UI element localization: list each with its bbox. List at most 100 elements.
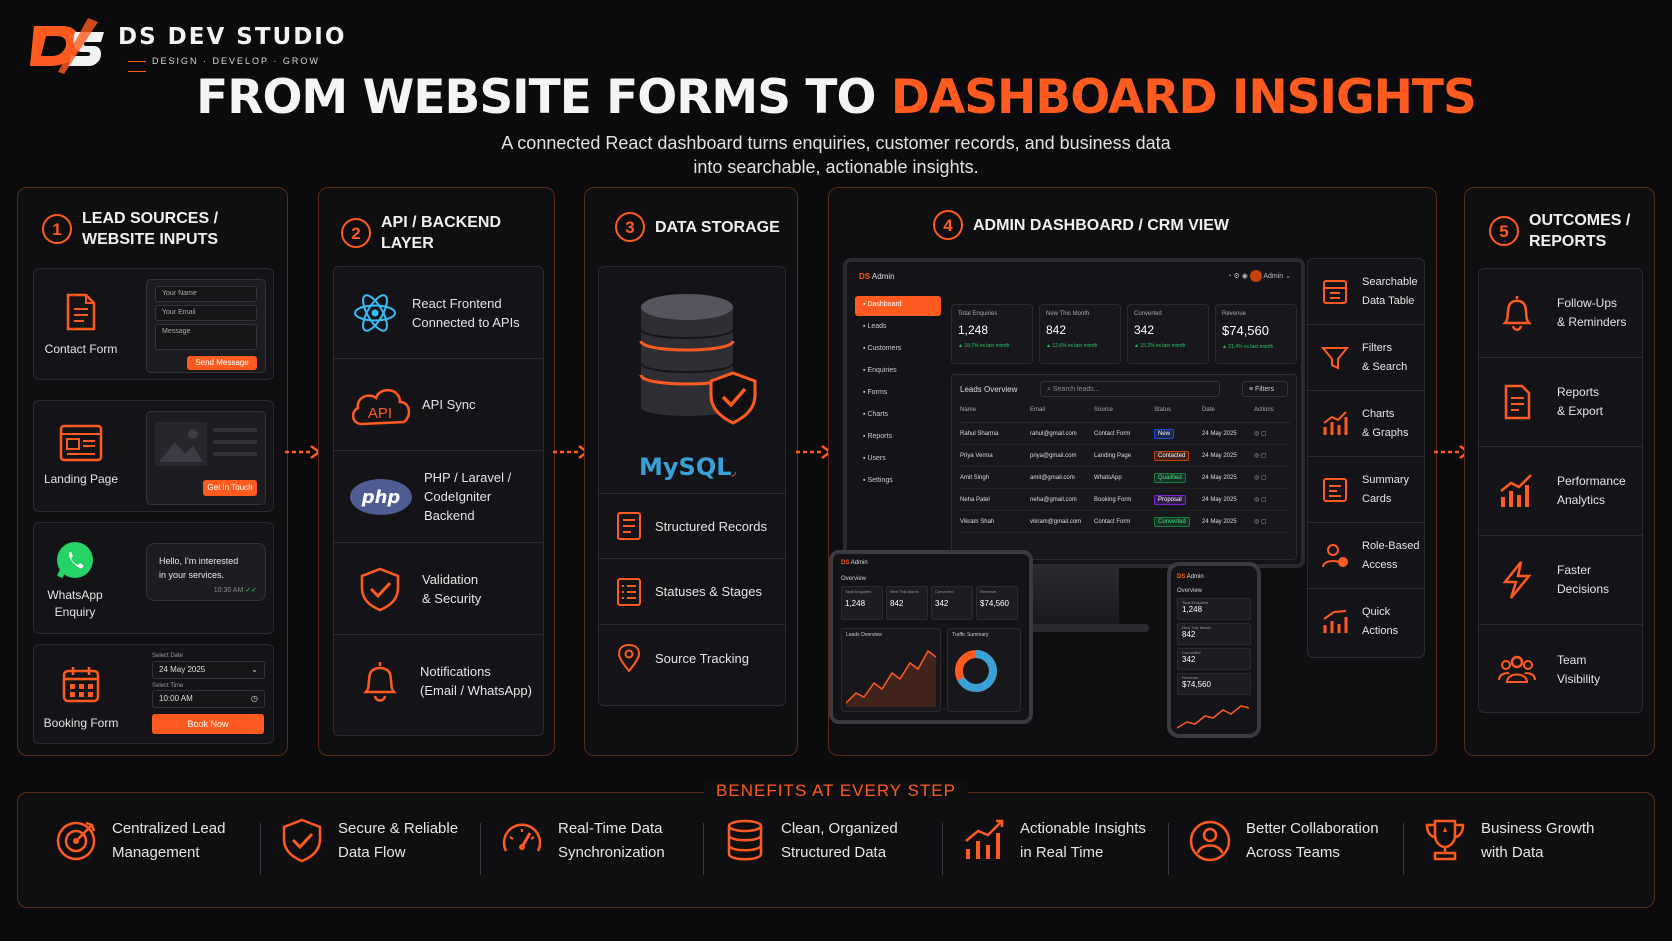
storage-item-records[interactable]: Structured Records xyxy=(599,493,785,559)
row-actions[interactable]: ◎ ▢ xyxy=(1254,474,1290,481)
get-in-touch-button[interactable]: Get In Touch xyxy=(203,480,257,496)
edit-icon[interactable]: ▢ xyxy=(1260,497,1267,503)
book-now-button[interactable]: Book Now xyxy=(152,714,264,734)
email-field[interactable]: Your Email xyxy=(155,305,257,321)
feature-item[interactable]: Charts& Graphs xyxy=(1308,391,1424,457)
sidebar-item-leads[interactable]: ▪ Leads xyxy=(855,318,941,338)
admin-menu[interactable]: Admin xyxy=(1263,272,1284,280)
sidebar-label: Leads xyxy=(867,323,887,330)
tablet-ds-logo: DS xyxy=(841,560,850,566)
tablet-chart2-title: Traffic Summary xyxy=(952,632,989,638)
outcome-item[interactable]: Reports& Export xyxy=(1479,358,1642,447)
name-field[interactable]: Your Name xyxy=(155,286,257,302)
database-icon xyxy=(727,819,763,861)
edit-icon[interactable]: ▢ xyxy=(1260,475,1267,481)
status-badge: New xyxy=(1154,428,1175,439)
feature-item[interactable]: Filters& Search xyxy=(1308,325,1424,391)
table-cell: rahul@gmail.com xyxy=(1030,430,1077,437)
tablet-stat-label: Converted xyxy=(935,589,954,594)
sidebar-item-dashboard[interactable]: ▪ Dashboard xyxy=(855,296,941,316)
edit-icon[interactable]: ▢ xyxy=(1260,431,1267,437)
shield-check-icon xyxy=(360,567,400,611)
time-select[interactable]: 10:00 AM◷ xyxy=(152,690,265,708)
outcome-item[interactable]: Follow-Ups& Reminders xyxy=(1479,269,1642,358)
search-input[interactable]: ⌕ Search leads... xyxy=(1040,381,1220,397)
view-icon[interactable]: ◎ xyxy=(1254,519,1260,525)
sidebar-item-reports[interactable]: ▪ Reports xyxy=(855,428,941,448)
benefit-l1: Clean, Organized xyxy=(781,820,898,837)
sidebar-item-users[interactable]: ▪ Users xyxy=(855,450,941,470)
landing-page-card[interactable]: Landing Page Get In Touch xyxy=(33,400,274,512)
view-icon[interactable]: ◎ xyxy=(1254,431,1260,437)
sidebar-item-settings[interactable]: ▪ Settings xyxy=(855,472,941,492)
sidebar-item-enquiries[interactable]: ▪ Enquiries xyxy=(855,362,941,382)
message-field[interactable]: Message xyxy=(155,324,257,350)
react-l1: React Frontend xyxy=(412,295,502,311)
stat-label: Revenue xyxy=(1222,311,1247,317)
sidebar-item-customers[interactable]: ▪ Customers xyxy=(855,340,941,360)
user-lock-icon xyxy=(1322,543,1348,567)
api-item-notifications[interactable]: Notifications(Email / WhatsApp) xyxy=(334,635,543,727)
sidebar-label: Dashboard xyxy=(867,301,902,308)
step-number: 5 xyxy=(1489,216,1519,246)
step-number: 2 xyxy=(341,218,371,248)
summary-cards-icon xyxy=(1323,477,1347,502)
date-select[interactable]: 24 May 2025⌄ xyxy=(152,661,265,679)
outcome-l1: Team xyxy=(1557,652,1587,667)
view-icon[interactable]: ◎ xyxy=(1254,453,1260,459)
row-actions[interactable]: ◎ ▢ xyxy=(1254,496,1290,503)
api-item-sync[interactable]: API API Sync xyxy=(334,359,543,451)
tablet-stat-value: 342 xyxy=(935,599,949,608)
edit-icon[interactable]: ▢ xyxy=(1260,519,1267,525)
notif-l1: Notifications xyxy=(420,664,491,679)
row-actions[interactable]: ◎ ▢ xyxy=(1254,518,1290,525)
storage-title: DATA STORAGE xyxy=(655,218,780,236)
row-actions[interactable]: ◎ ▢ xyxy=(1254,452,1290,459)
phone-admin-text: Admin xyxy=(1186,574,1204,580)
stat-card: Converted 342 ▲ 15.3% vs last month xyxy=(1127,304,1209,364)
send-message-button[interactable]: Send Message xyxy=(187,356,257,370)
storage-item-source[interactable]: Source Tracking xyxy=(599,625,785,691)
subtitle-line2: into searchable, actionable insights. xyxy=(693,157,979,177)
sidebar-item-charts[interactable]: ▪ Charts xyxy=(855,406,941,426)
row-actions[interactable]: ◎ ▢ xyxy=(1254,430,1290,437)
view-icon[interactable]: ◎ xyxy=(1254,497,1260,503)
sidebar-item-forms[interactable]: ▪ Forms xyxy=(855,384,941,404)
view-icon[interactable]: ◎ xyxy=(1254,475,1260,481)
contact-form-card[interactable]: Contact Form Your Name Your Email Messag… xyxy=(33,268,274,380)
benefit-divider xyxy=(942,823,943,875)
api-item-validation[interactable]: Validation& Security xyxy=(334,543,543,635)
benefit-l2: with Data xyxy=(1481,844,1544,861)
phone-line-chart xyxy=(1177,705,1250,729)
select-time-label: Select Time xyxy=(152,683,184,689)
database-shield-icon xyxy=(639,294,757,425)
records-icon xyxy=(617,512,641,540)
booking-form-card[interactable]: Booking Form Select Date 24 May 2025⌄ Se… xyxy=(33,644,274,744)
avatar[interactable] xyxy=(1249,270,1262,282)
top-bar-icons[interactable]: ◔ ⚙ ◉ Admin ⌄ xyxy=(1227,270,1291,282)
storage-item-statuses[interactable]: Statuses & Stages xyxy=(599,559,785,625)
filters-button[interactable]: ≡ Filters xyxy=(1242,381,1288,397)
edit-icon[interactable]: ▢ xyxy=(1260,453,1267,459)
